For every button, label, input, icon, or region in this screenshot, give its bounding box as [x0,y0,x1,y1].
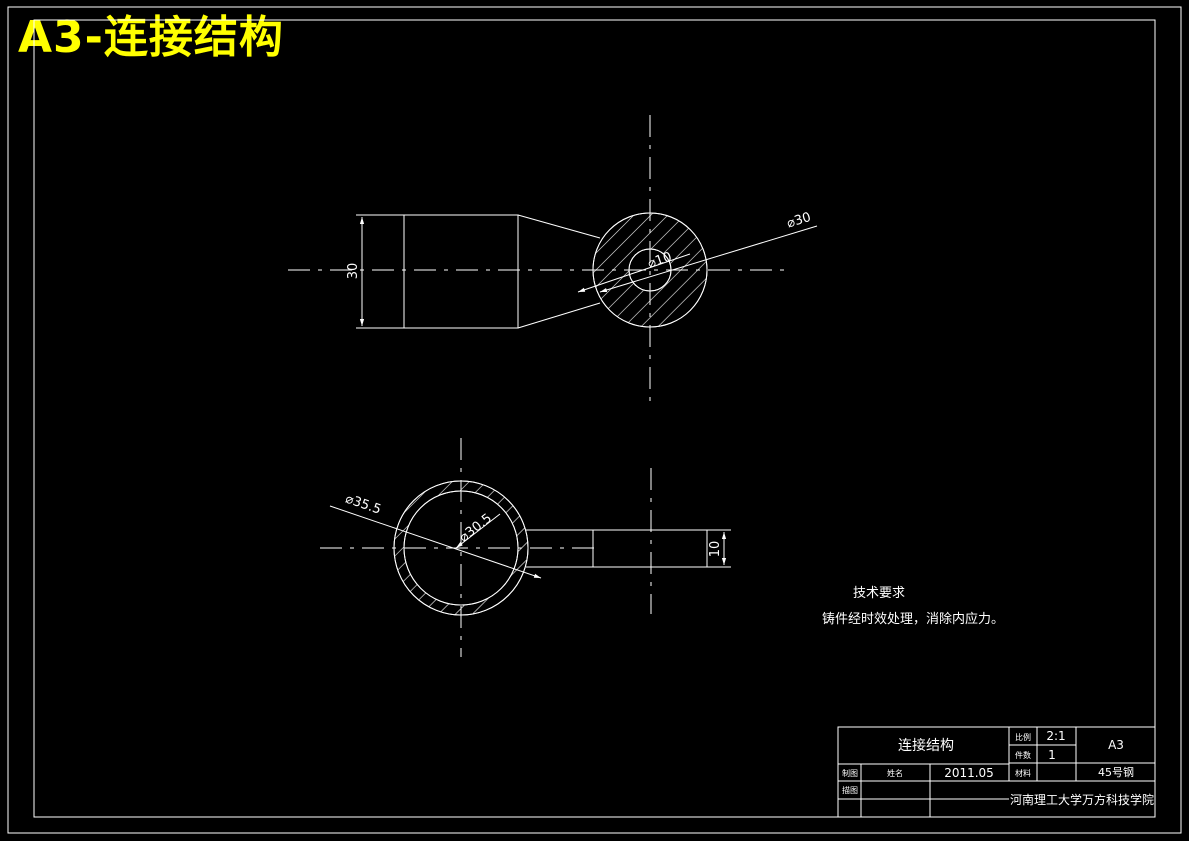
tb-date: 2011.05 [944,766,994,780]
tb-scale: 2:1 [1046,729,1065,743]
tb-label-scale: 比例 [1015,732,1031,742]
ring-outer-circle [393,480,529,616]
title-block [837,726,1156,818]
shank-body [403,214,519,329]
tb-school: 河南理工大学万方科技学院 [1010,792,1154,807]
tb-drawn-by: 姓名 [887,768,903,778]
dim-outer-leader [599,225,818,293]
tb-label-drawn: 制图 [842,768,858,778]
tb-sheet: A3 [1108,738,1124,752]
tb-label-material: 材料 [1015,768,1031,778]
tb-part-name: 连接结构 [898,737,954,754]
dim-height-text: 30 [346,263,361,280]
ring-outer-leader [329,505,542,579]
banner-title: A3-连接结构 [18,12,284,63]
notes-line1: 铸件经时效处理，消除内应力。 [822,611,1004,627]
tb-qty: 1 [1048,748,1056,762]
taper-top [517,214,601,239]
ring-inner-text: ⌀30.5 [457,511,495,545]
ring-inner-circle [403,490,519,606]
tb-label-checked: 描图 [842,785,858,795]
ring-inner-leader [455,513,501,549]
tb-material: 45号钢 [1098,766,1134,779]
dim-hole-leader [577,253,691,293]
dim-outer-text: ⌀30 [785,210,813,231]
arm-dim-text: 10 [708,541,723,558]
outer-border [7,6,1182,834]
bottom-view [320,438,731,657]
top-view [288,115,818,408]
inner-border [33,19,1156,818]
taper-bottom [517,302,601,329]
boss-outer-circle [592,212,708,328]
tb-label-qty: 件数 [1015,750,1031,760]
ring-outer-text: ⌀35.5 [343,492,383,518]
notes-title: 技术要求 [853,586,905,601]
